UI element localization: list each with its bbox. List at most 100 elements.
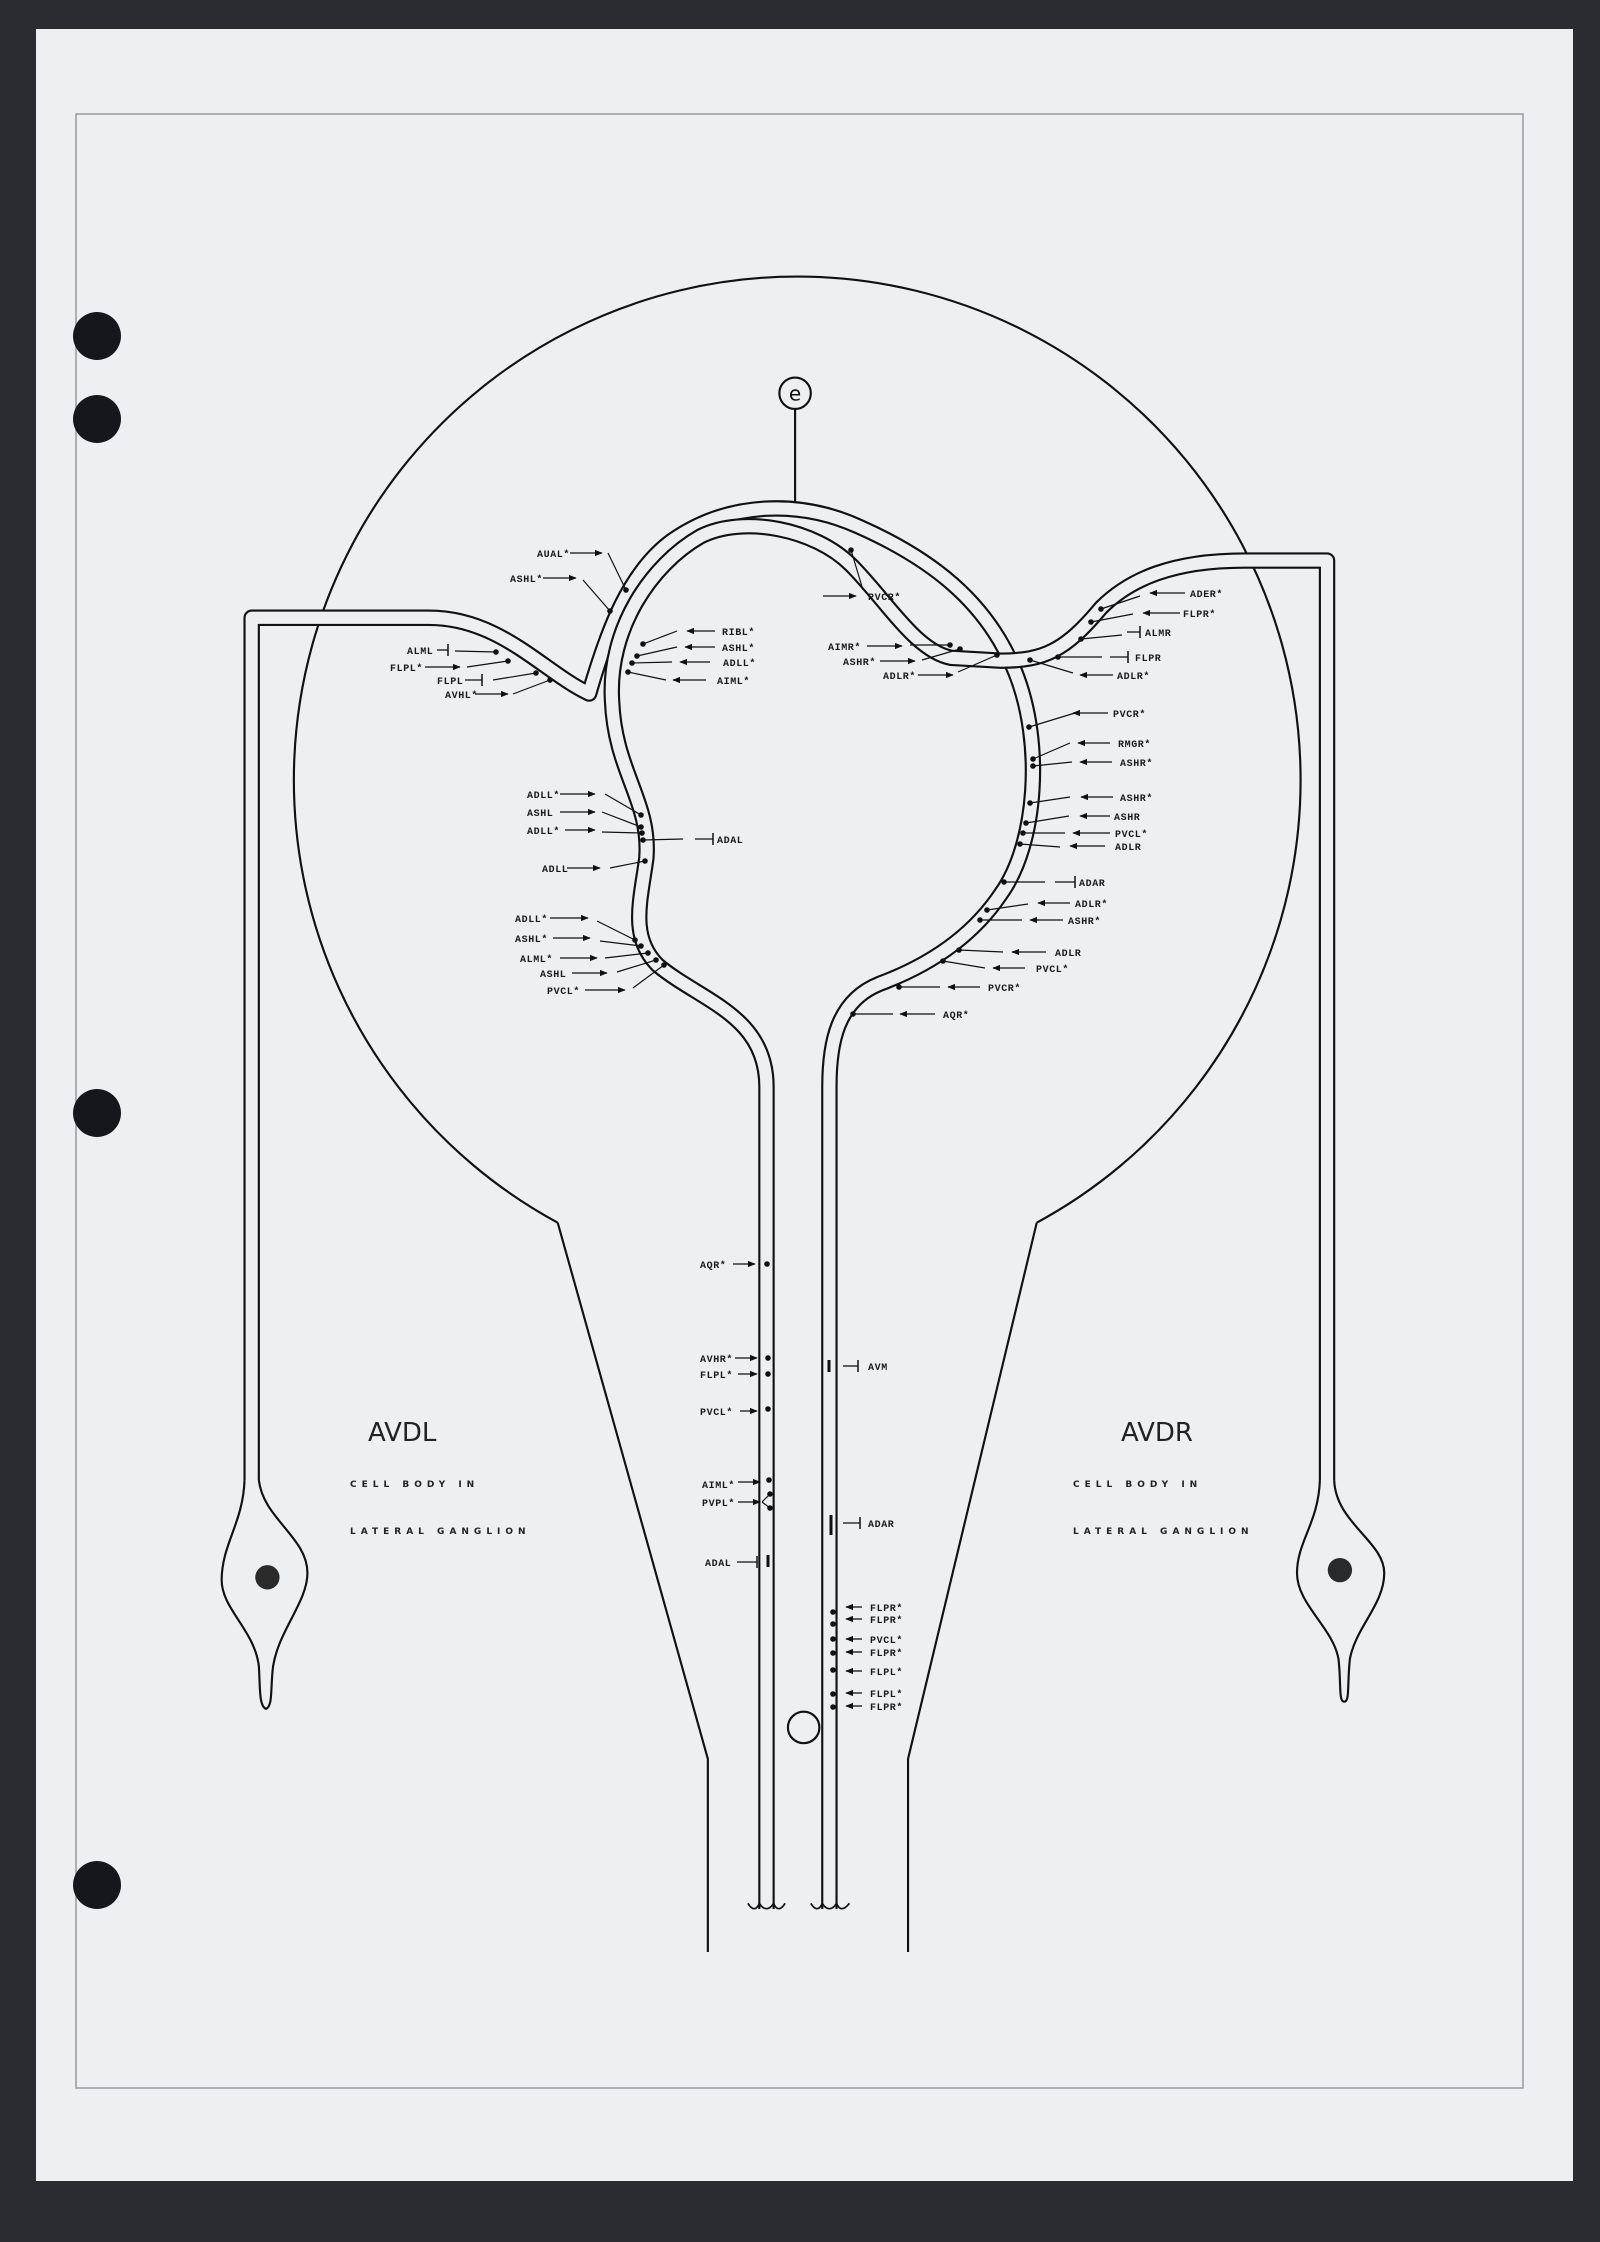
leader-line [466, 660, 509, 668]
synapse-label: ASHR* [1120, 793, 1153, 805]
synapse-label: FLPR* [870, 1603, 903, 1615]
synapse-dot [765, 1355, 771, 1361]
synapse-label: FLPR [1135, 654, 1161, 665]
synapse-dot [625, 669, 631, 675]
avdl-nucleus [255, 1565, 280, 1590]
synapse-dot [1098, 606, 1104, 612]
synapse-label: AIML* [717, 676, 750, 688]
leader-line [632, 964, 665, 989]
leader-line [582, 579, 611, 612]
synapse-dot [638, 943, 644, 949]
leader-line [1029, 796, 1071, 804]
synapse-label: ALML* [520, 954, 553, 966]
leader-line [627, 671, 667, 681]
avdl-caption-line1: CELL BODY IN [350, 1480, 479, 1490]
synapse-dot [638, 824, 644, 830]
synapse-dot [634, 653, 640, 659]
synapse-label: RMGR* [1118, 739, 1151, 751]
synapse-label: PVCL* [1115, 829, 1148, 841]
head-outline [292, 275, 1302, 1952]
leader-line [599, 940, 642, 947]
avdl-title: AVDL [368, 1418, 437, 1448]
synapse-label: FLPL* [870, 1667, 903, 1679]
synapse-dot [830, 1636, 836, 1642]
synapse-dot [661, 962, 667, 968]
synapse-label: ADER* [1190, 589, 1223, 601]
synapse-label: ADAR [1079, 879, 1105, 890]
synapse-label: ASHR* [1120, 758, 1153, 770]
leader-line [986, 903, 1029, 911]
synapse-label: ADAL [717, 836, 743, 847]
synapse-label: PVCL* [1036, 964, 1069, 976]
synapse-dot [984, 907, 990, 913]
synapse-label: ADLR* [1117, 671, 1150, 683]
leader-line [454, 650, 497, 653]
synapse-dot [940, 958, 946, 964]
neuron-diagram: e [220, 275, 1386, 1952]
synapse-label: ADLR* [883, 671, 916, 683]
axon-cut-ends [747, 1901, 851, 1910]
synapse-dot [547, 677, 553, 683]
leader-line [642, 838, 684, 841]
synapse-dot [830, 1704, 836, 1710]
synapse-label: ASHR* [843, 657, 876, 669]
synapse-dot [896, 984, 902, 990]
leader-line [1100, 595, 1141, 610]
synapse-dot [642, 858, 648, 864]
leader-line [604, 952, 649, 959]
synapse-dot [947, 642, 953, 648]
synapse-dot [638, 812, 644, 818]
synapse-label: AIMR* [828, 642, 861, 654]
leader-line [1029, 659, 1074, 674]
avdl-process [243, 500, 1042, 1911]
synapse-label: PVCR* [868, 592, 901, 604]
synapse-dot [1030, 763, 1036, 769]
synapse-dot [533, 670, 539, 676]
leader-line [1080, 634, 1123, 640]
leader-line [616, 959, 657, 973]
synapse-dot [653, 957, 659, 963]
synapse-dot [1020, 830, 1026, 836]
synapse-label: ADAR [868, 1520, 894, 1531]
synapse-dot [994, 652, 1000, 658]
leader-line [631, 661, 673, 664]
synapse-dot [640, 641, 646, 647]
synapse-dot [848, 547, 854, 553]
leader-line [1032, 742, 1071, 760]
synapse-dot [850, 1011, 856, 1017]
punch-hole [73, 312, 121, 360]
avdr-nucleus [1327, 1557, 1353, 1583]
synapse-label: PVCL* [547, 986, 580, 998]
leader-line [601, 831, 643, 834]
avdr-caption-line2: LATERAL GANGLION [1073, 1527, 1254, 1537]
synapse-label: ASHL* [722, 643, 755, 655]
synapse-label: AVHL* [445, 690, 478, 702]
synapse-label: AVHR* [700, 1354, 733, 1366]
avdr-title: AVDR [1121, 1418, 1193, 1448]
synapse-dot [623, 587, 629, 593]
punch-holes [73, 312, 121, 1909]
avdl-caption-line2: LATERAL GANGLION [350, 1527, 531, 1537]
leader-line [1032, 761, 1073, 767]
leader-line [850, 549, 864, 591]
synapse-dot [640, 837, 646, 843]
synapse-dot [830, 1667, 836, 1673]
leader-line [1028, 712, 1076, 728]
synapse-dot [765, 1371, 771, 1377]
synapse-label: ADLR [1115, 843, 1141, 854]
synapse-label: AIML* [702, 1480, 735, 1492]
leader-line [642, 630, 678, 645]
avdr-cell-body [1295, 1480, 1386, 1703]
leader-line [512, 679, 551, 695]
avdr-caption-line1: CELL BODY IN [1073, 1480, 1202, 1490]
marker-letter: e [789, 381, 801, 405]
synapse-label: ASHL [527, 809, 553, 820]
leader-line [604, 793, 642, 816]
leader-line [601, 811, 642, 828]
synapse-dot [505, 658, 511, 664]
leader-line [636, 646, 678, 657]
synapse-label: ADLL* [515, 914, 548, 926]
synapse-dot [830, 1621, 836, 1627]
synapse-label: PVCR* [1113, 709, 1146, 721]
